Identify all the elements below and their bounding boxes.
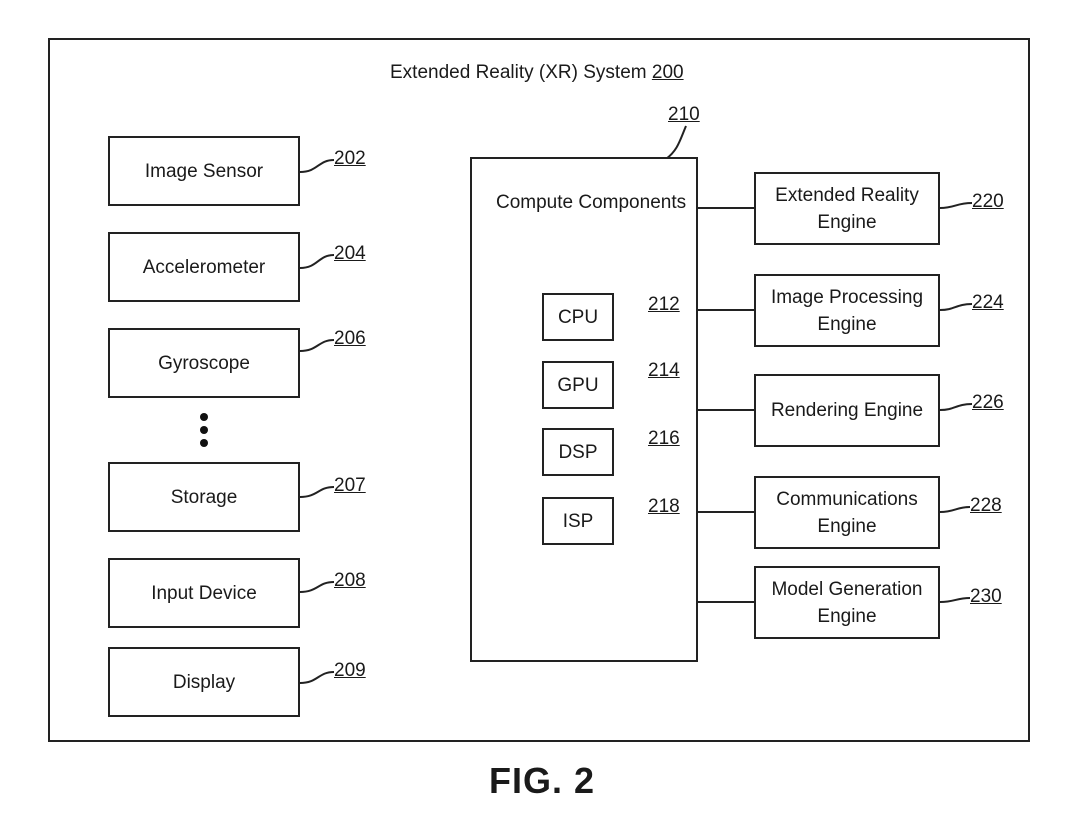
extended-reality-engine-box: Extended Reality Engine — [754, 172, 940, 245]
input-device-box: Input Device — [108, 558, 300, 628]
ref-214: 214 — [648, 360, 680, 381]
model-generation-engine-box: Model Generation Engine — [754, 566, 940, 639]
ref-228: 228 — [970, 495, 1002, 516]
input-device-label: Input Device — [151, 582, 257, 604]
ref-204: 204 — [334, 243, 366, 264]
communications-engine-box: Communications Engine — [754, 476, 940, 549]
ref-202: 202 — [334, 148, 366, 169]
ref-220: 220 — [972, 191, 1004, 212]
ellipsis-dot-2 — [200, 426, 208, 434]
image-processing-engine-box: Image Processing Engine — [754, 274, 940, 347]
gyroscope-box: Gyroscope — [108, 328, 300, 398]
extended-reality-engine-label: Extended Reality Engine — [775, 184, 919, 233]
rendering-engine-label: Rendering Engine — [770, 400, 924, 421]
ellipsis-dot-1 — [200, 413, 208, 421]
communications-engine-label: Communications Engine — [776, 488, 918, 537]
image-processing-engine-label: Image Processing Engine — [770, 286, 924, 335]
ref-206: 206 — [334, 328, 366, 349]
display-box: Display — [108, 647, 300, 717]
figure-label: FIG. 2 — [488, 760, 596, 801]
accelerometer-box: Accelerometer — [108, 232, 300, 302]
dsp-box: DSP — [542, 428, 614, 476]
ref-216: 216 — [648, 428, 680, 449]
cpu-box: CPU — [542, 293, 614, 341]
ellipsis-dot-3 — [200, 439, 208, 447]
system-title: Extended Reality (XR) System 200 — [390, 62, 684, 84]
ref-210: 210 — [668, 104, 700, 125]
compute-components-box: Compute Components — [470, 157, 698, 662]
image-sensor-box: Image Sensor — [108, 136, 300, 206]
dsp-label: DSP — [558, 441, 598, 463]
cpu-label: CPU — [557, 306, 599, 328]
storage-label: Storage — [170, 486, 238, 508]
gpu-label: GPU — [557, 374, 599, 396]
compute-components-label: Compute Components — [496, 192, 687, 213]
rendering-engine-box: Rendering Engine — [754, 374, 940, 447]
ref-224: 224 — [972, 292, 1004, 313]
system-ref: 200 — [651, 62, 684, 83]
accelerometer-label: Accelerometer — [142, 256, 266, 278]
ref-230: 230 — [970, 586, 1002, 607]
ref-218: 218 — [648, 496, 680, 517]
storage-box: Storage — [108, 462, 300, 532]
ref-207: 207 — [334, 475, 366, 496]
gpu-box: GPU — [542, 361, 614, 409]
system-frame — [48, 38, 1030, 742]
isp-label: ISP — [562, 510, 594, 532]
model-generation-engine-label: Model Generation Engine — [771, 578, 923, 627]
system-title-text: Extended Reality (XR) System — [390, 62, 647, 83]
ref-209: 209 — [334, 660, 366, 681]
ref-208: 208 — [334, 570, 366, 591]
gyroscope-label: Gyroscope — [158, 352, 250, 374]
ref-226: 226 — [972, 392, 1004, 413]
image-sensor-label: Image Sensor — [144, 160, 264, 182]
isp-box: ISP — [542, 497, 614, 545]
display-label: Display — [172, 671, 236, 693]
ref-212: 212 — [648, 294, 680, 315]
